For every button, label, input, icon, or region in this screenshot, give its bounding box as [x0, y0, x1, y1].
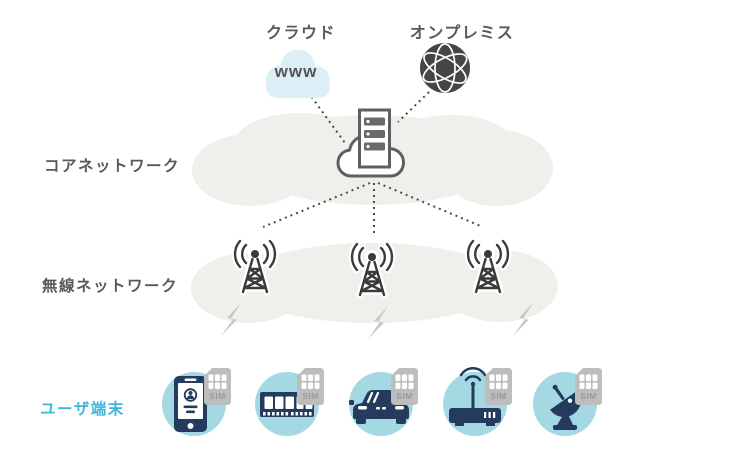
- user-terminal-label: ユーザ端末: [40, 401, 125, 418]
- core-network-cloud-bg: [192, 113, 553, 206]
- device-connected-car: SIM: [349, 368, 418, 436]
- server-cloud-icon: [336, 108, 405, 178]
- sim-card-icon: SIM: [391, 368, 418, 405]
- device-smartphone: SIM: [162, 368, 231, 436]
- device-satellite-antenna: SIM: [533, 368, 602, 436]
- link-core-tower-right: [377, 182, 484, 228]
- server-icon: [358, 108, 391, 169]
- link-core-tower-left: [262, 182, 371, 228]
- globe-icon: [420, 43, 470, 93]
- sim-card-icon: SIM: [575, 368, 602, 405]
- onpremises-label: オンプレミス: [409, 25, 515, 42]
- router-icon: [449, 366, 501, 426]
- link-onpremises-core: [397, 91, 430, 123]
- sim-card-icon: SIM: [485, 368, 512, 405]
- www-cloud-icon: www: [266, 49, 330, 98]
- device-iot-module: SIM: [255, 368, 324, 436]
- cloud-label: クラウド: [265, 25, 336, 42]
- sim-label: SIM: [302, 391, 319, 401]
- sim-label: SIM: [490, 391, 507, 401]
- sim-card-icon: SIM: [297, 368, 324, 405]
- link-cloud-core: [307, 91, 346, 144]
- connection-lines: [262, 91, 484, 233]
- user-devices: SIM: [162, 366, 602, 436]
- radio-network-label: 無線ネットワーク: [42, 278, 179, 295]
- device-wifi-router: SIM: [443, 366, 512, 436]
- sim-card-icon: SIM: [204, 368, 231, 405]
- core-network-label: コアネットワーク: [44, 158, 181, 175]
- sim-label: SIM: [209, 391, 226, 401]
- smartphone-icon: [174, 376, 207, 432]
- www-text: www: [274, 62, 318, 81]
- satellite-dish-icon: [550, 384, 581, 430]
- sim-label: SIM: [580, 391, 597, 401]
- sim-label: SIM: [396, 391, 413, 401]
